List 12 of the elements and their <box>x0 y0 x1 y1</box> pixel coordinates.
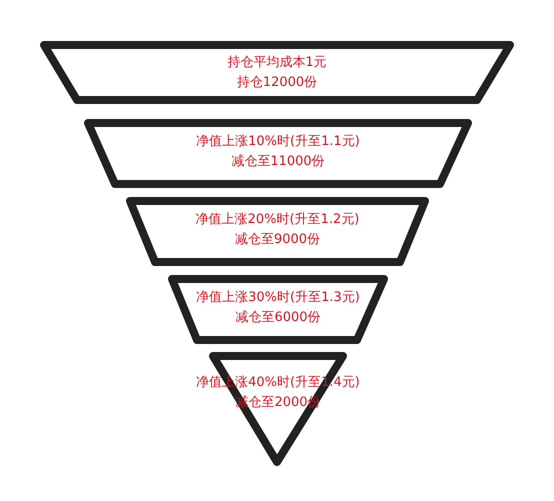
trapezoid-node <box>40 41 514 104</box>
node-text: 持仓平均成本1元 <box>227 55 327 70</box>
node-text: 净值上涨30%时(升至1.3元) <box>196 290 360 305</box>
node-text: 净值上涨20%时(升至1.2元) <box>196 212 360 227</box>
node-text: 持仓12000份 <box>236 75 318 90</box>
node-text: 减仓至11000份 <box>231 154 325 169</box>
node-text: 净值上涨10%时(升至1.1元) <box>196 134 360 149</box>
node-text: 减仓至6000份 <box>235 310 321 325</box>
node-text: 减仓至9000份 <box>234 232 320 247</box>
trapezoid-node <box>126 197 429 266</box>
trapezoid-node <box>168 275 388 344</box>
trapezoid-node <box>84 119 472 188</box>
